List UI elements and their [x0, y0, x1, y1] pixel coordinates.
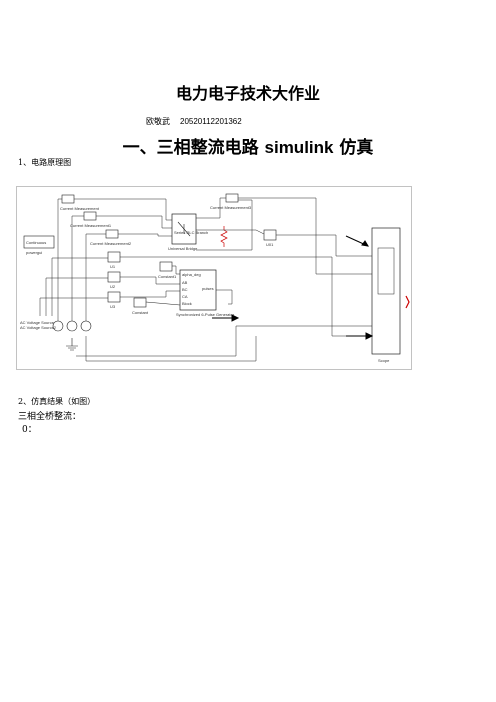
scope-screen — [377, 247, 395, 295]
voltage-measurement-u2 — [107, 271, 121, 283]
ac-source2-label: AC Voltage Source2 — [20, 325, 57, 330]
u2-label: U2 — [110, 284, 116, 289]
heading-latin: simulink — [264, 138, 334, 157]
ca-port-label: CA — [182, 294, 188, 299]
u01-label: U01 — [266, 242, 274, 247]
alpha-port-label: alpha_deg — [182, 272, 201, 277]
author-line: 欧敬武 20520112201362 — [146, 116, 252, 127]
subsection-results: 2、仿真结果（如图） — [18, 397, 96, 406]
current-measurement-block — [61, 194, 75, 204]
ab-port-label: AB — [182, 280, 188, 285]
load-resistor — [220, 226, 228, 247]
constant1-block — [159, 261, 173, 272]
current-measurement-label: Current Measurement — [60, 206, 100, 211]
constant-label: Constant — [132, 310, 149, 315]
constant-block — [133, 297, 147, 308]
current-measurement2-label: Current Measurement2 — [90, 241, 132, 246]
current-measurement3-block — [225, 193, 239, 203]
pulses-port-label: pulses — [202, 286, 214, 291]
author-name: 欧敬武 — [146, 117, 170, 126]
page-title: 电力电子技术大作业 — [175, 84, 320, 103]
bridge-symbol — [177, 221, 191, 237]
powergui-block — [23, 235, 55, 249]
subsection-circuit: 1、电路原理图 — [18, 158, 72, 167]
ac-source-label: AC Voltage Source — [20, 320, 55, 325]
block-port-label: Block — [182, 301, 192, 306]
u1-label: U1 — [110, 264, 116, 269]
voltage-measurement-u3 — [107, 291, 121, 303]
results-item-label: 0： — [22, 425, 37, 435]
ground-symbol — [66, 338, 78, 351]
output-voltage-block — [263, 229, 277, 241]
current-measurement3-label: Current Measurement3 — [210, 205, 252, 210]
u3-label: U3 — [110, 304, 116, 309]
current-measurement2-block — [105, 229, 119, 239]
bc-port-label: BC — [182, 287, 188, 292]
heading-prefix: 一、三相整流电路 — [122, 138, 265, 158]
ac-source-c — [80, 320, 92, 332]
bridge-label: Universal Bridge — [168, 246, 198, 251]
red-marker — [405, 295, 410, 309]
load-label: Series RLC Branch — [174, 230, 208, 235]
ac-source-b — [66, 320, 78, 332]
results-subheading: 三相全桥整流： — [18, 412, 82, 422]
simulink-circuit-diagram: Continuous powergui Current Measurement … — [16, 186, 412, 370]
scope-label: Scope — [378, 358, 390, 363]
voltage-measurement-u1 — [107, 251, 121, 263]
heading-suffix: 仿真 — [333, 138, 374, 158]
student-id: 20520112201362 — [180, 117, 242, 126]
section-heading: 一、三相整流电路 simulink 仿真 — [0, 133, 496, 158]
continuous-label: Continuous — [26, 240, 46, 245]
signal-arrows — [212, 235, 374, 340]
current-measurement1-label: Current Measurement1 — [70, 223, 112, 228]
powergui-label: powergui — [26, 250, 42, 255]
pulse-generator-label: Synchronized 6-Pulse Generator — [176, 312, 235, 317]
current-measurement1-block — [83, 211, 97, 221]
wiring — [39, 197, 372, 362]
constant1-label: Constant1 — [158, 274, 177, 279]
